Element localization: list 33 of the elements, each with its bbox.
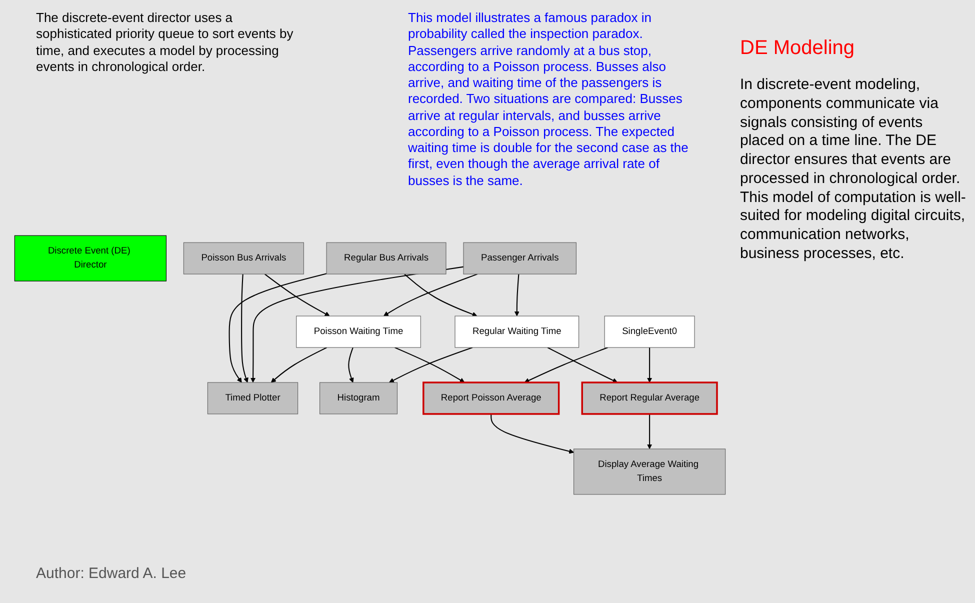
- arrow: [647, 348, 652, 383]
- node-box: Display Average Waiting Times: [573, 448, 726, 495]
- arrow: [547, 347, 618, 383]
- arrow: [394, 347, 465, 383]
- arrow: [514, 274, 520, 316]
- node-box: Histogram: [319, 382, 398, 414]
- arrow: [490, 414, 574, 454]
- note-text: In discrete-event modeling, components communicate via signals consisting of events placed on a time line. The DE director ensures that events are processed in chronological order. This model of computation is well-suited for modeling digital circuits, communication networks, business processes, etc.: [740, 76, 967, 264]
- node-box: Report Regular Average: [581, 382, 718, 415]
- note-text: The discrete-event director uses a sophisticated priority queue to sort events by time, and executes a model by processing events in chronological order.: [36, 10, 294, 75]
- node-box: Passenger Arrivals: [463, 242, 577, 274]
- node-box: SingleEvent0: [604, 316, 695, 348]
- arrow: [270, 347, 328, 383]
- node-box: Report Poisson Average: [422, 382, 560, 415]
- arrow: [383, 274, 478, 316]
- node-box: Discrete Event (DE) Director: [14, 235, 167, 282]
- arrow: [228, 273, 327, 383]
- arrow: [524, 347, 608, 383]
- node-box: Timed Plotter: [207, 382, 298, 414]
- arrow: [647, 414, 652, 450]
- arrow: [388, 347, 473, 383]
- arrow: [348, 347, 354, 383]
- node-box: Regular Bus Arrivals: [326, 242, 446, 274]
- arrow: [264, 274, 330, 316]
- title: DE Modeling: [740, 36, 855, 61]
- arrow: [241, 274, 248, 383]
- node-box: Poisson Waiting Time: [296, 316, 421, 348]
- note-text: This model illustrates a famous paradox in probability called the inspection paradox. Passengers arrive randomly at a bus stop, according to a Poisson process. Busses also arrive, and waiting time of the passengers is recorded. Two situations are compared: Busses arrive at regular intervals, and busses arrive according to a Poisson process. The expected waiting time is double for the second case as the first, even though the average arrival rate of busses is the same.: [408, 10, 690, 189]
- node-box: Regular Waiting Time: [454, 316, 580, 348]
- node-box: Poisson Bus Arrivals: [183, 242, 304, 274]
- author-text: Author: Edward A. Lee: [36, 565, 186, 584]
- arrow: [404, 274, 478, 317]
- arrow: [250, 266, 464, 383]
